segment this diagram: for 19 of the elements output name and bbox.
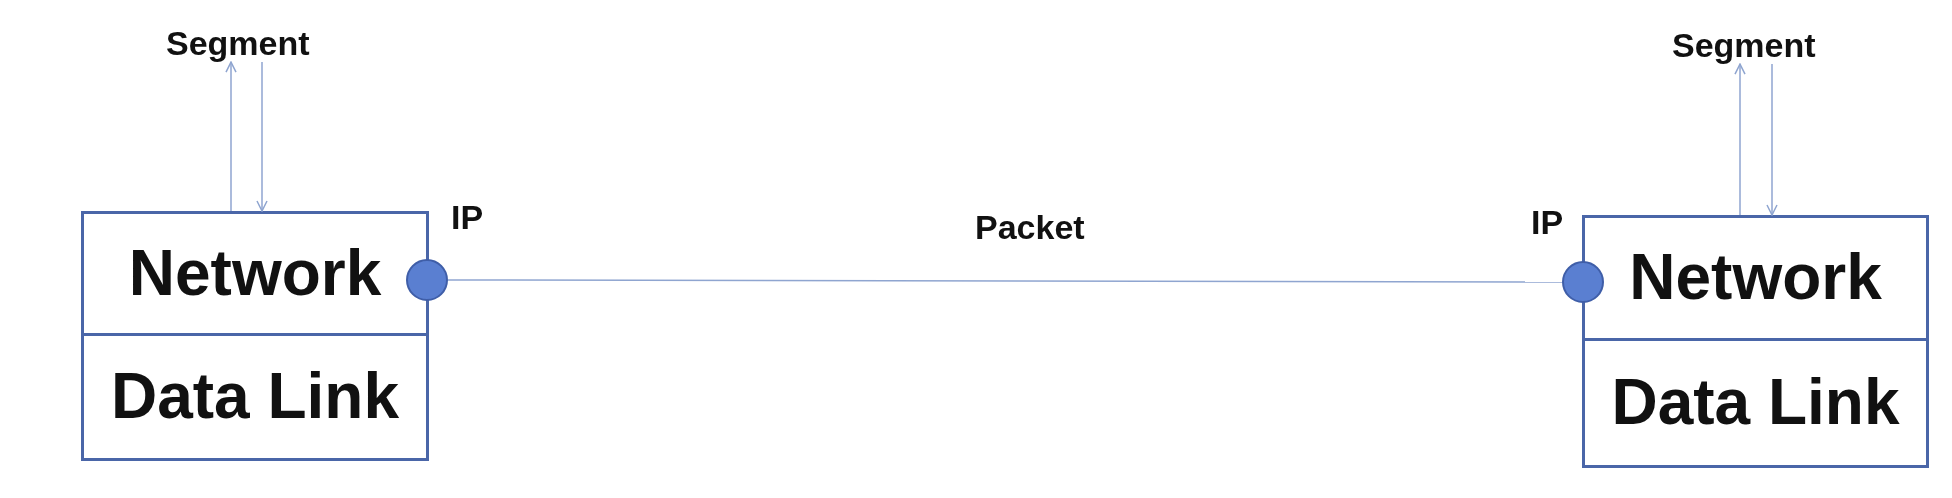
layer-name: Data Link	[110, 361, 400, 433]
arrow	[1734, 63, 1746, 216]
layer-box	[1582, 341, 1929, 468]
arrow	[256, 61, 268, 212]
layer-box	[81, 336, 429, 461]
node-caption: IP	[1531, 203, 1564, 242]
layer-box	[1582, 215, 1929, 341]
layer-name: Network	[1629, 242, 1882, 314]
layer-name: Data Link	[1611, 367, 1900, 439]
data-unit-label: Segment	[1672, 26, 1816, 65]
port-circle	[406, 259, 448, 301]
layer-box	[81, 211, 429, 336]
arrow	[225, 61, 237, 212]
port-circle	[1562, 261, 1604, 303]
node-caption: IP	[451, 198, 484, 237]
connector-line	[447, 279, 1563, 283]
arrow	[1766, 63, 1778, 216]
data-unit-label: Segment	[166, 24, 310, 63]
layer-name: Network	[128, 237, 382, 310]
